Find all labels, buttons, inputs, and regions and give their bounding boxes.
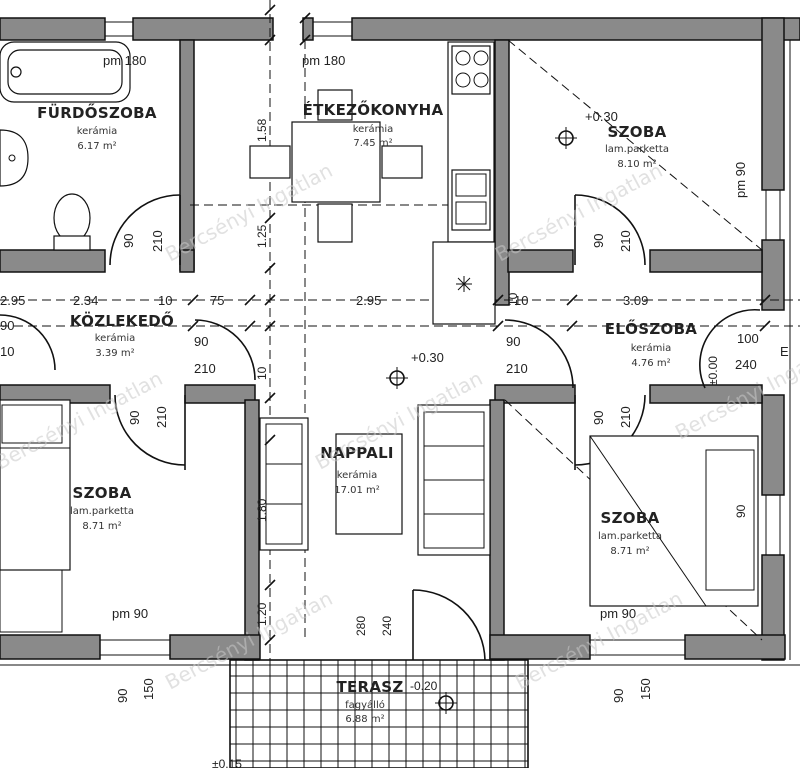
dim-100: 100 <box>737 331 759 346</box>
dim-234: 2.34 <box>73 293 98 308</box>
dim-309: 3.09 <box>623 293 648 308</box>
room-material-kozlekedo: kerámia <box>95 332 135 344</box>
room-name-furdoszoba: FÜRDŐSZOBA <box>37 102 157 122</box>
room-name-eloszoba: ELŐSZOBA <box>605 318 698 338</box>
level-texts: +0.30 +0.30 -0.20 <box>410 109 618 693</box>
room-area-szoba-left: 8.71 m² <box>82 521 121 532</box>
dim-295-left: 2.95 <box>0 293 25 308</box>
room-material-szoba-top-right: lam.parketta <box>605 144 669 155</box>
vent-symbol <box>456 276 472 292</box>
dim-210-hall-right: 210 <box>506 361 528 376</box>
terrace-tiles <box>229 659 529 768</box>
dim-240-vertical: 240 <box>380 616 394 636</box>
doors <box>0 194 761 661</box>
dim-90-terasz-left: 90 <box>115 689 130 703</box>
dim-150-terasz-right: 150 <box>638 678 653 700</box>
room-name-kozlekedo: KÖZLEKEDŐ <box>70 310 174 330</box>
room-labels: FÜRDŐSZOBA kerámia 6.17 m² ÉTKEZŐKONYHA … <box>37 99 697 725</box>
dim-edge-e: E <box>780 344 789 359</box>
room-material-szoba-right: lam.parketta <box>598 531 662 542</box>
dim-75: 75 <box>210 293 224 308</box>
dim-90-hall-right: 90 <box>506 334 520 349</box>
dim-level-eloszoba: ±0.00 <box>706 356 720 386</box>
room-area-eloszoba: 4.76 m² <box>631 358 670 369</box>
dim-158: 1.58 <box>255 118 269 142</box>
dim-90-terasz-right: 90 <box>611 689 626 703</box>
dim-125: 1.25 <box>255 224 269 248</box>
dim-10-vertical: 10 <box>255 366 269 380</box>
level-markers <box>386 127 577 714</box>
level-text-nappali: +0.30 <box>411 350 444 365</box>
dim-90-szoba-right: 90 <box>591 411 606 425</box>
dim-120: 1.20 <box>255 602 269 626</box>
dim-210-szoba-right: 210 <box>618 406 633 428</box>
dim-90-szoba-right-window: 90 <box>734 504 748 518</box>
dim-bottom-frag: ±0.15 <box>212 757 242 768</box>
dim-295-mid: 2.95 <box>356 293 381 308</box>
room-name-etkezokonyha: ÉTKEZŐKONYHA <box>303 99 444 119</box>
room-material-furdoszoba: kerámia <box>77 125 117 137</box>
dim-150-terasz-left: 150 <box>141 678 156 700</box>
furniture <box>0 41 759 633</box>
dim-pm90-room-tr: pm 90 <box>733 162 748 198</box>
dim-pm90-room-right: pm 90 <box>600 606 636 621</box>
room-name-szoba-right: SZOBA <box>601 509 660 527</box>
walls <box>0 17 800 661</box>
dim-90-left-edge: 90 <box>0 318 14 333</box>
dim-210-room-door: 210 <box>618 230 633 252</box>
room-area-etkezokonyha: 7.45 m² <box>353 138 392 149</box>
room-name-szoba-top-right: SZOBA <box>608 123 667 141</box>
dim-210-hall-left: 210 <box>194 361 216 376</box>
dim-180: 1.80 <box>255 498 269 522</box>
room-area-kozlekedo: 3.39 m² <box>95 348 134 359</box>
room-material-terasz: fagyálló <box>345 699 385 711</box>
level-text-terasz: -0.20 <box>410 679 438 693</box>
dim-90-bath-door: 90 <box>121 234 136 248</box>
dim-10-a: 10 <box>158 293 172 308</box>
dim-pm90-room-left: pm 90 <box>112 606 148 621</box>
room-material-etkezokonyha: kerámia <box>353 123 393 135</box>
room-name-terasz: TERASZ <box>336 678 403 696</box>
room-material-nappali: kerámia <box>337 469 377 481</box>
room-name-nappali: NAPPALI <box>320 444 394 462</box>
dim-90-hall-left: 90 <box>194 334 208 349</box>
dim-210-szoba-left: 210 <box>154 406 169 428</box>
level-marker-terasz <box>435 692 457 714</box>
room-material-eloszoba: kerámia <box>631 342 671 354</box>
watermark-2: Bercsényi Ingatlan <box>491 158 666 266</box>
room-area-szoba-top-right: 8.10 m² <box>617 159 656 170</box>
level-marker-nappali <box>386 367 408 389</box>
dim-10-kitchen: 10 <box>506 292 520 306</box>
room-area-terasz: 6.88 m² <box>345 714 384 725</box>
dim-pm180-kitchen: pm 180 <box>302 53 345 68</box>
dim-10-b: 10 <box>514 293 528 308</box>
room-name-szoba-left: SZOBA <box>73 484 132 502</box>
dim-280: 280 <box>354 616 368 636</box>
dim-pm180-bath: pm 180 <box>103 53 146 68</box>
room-area-nappali: 17.01 m² <box>334 485 380 496</box>
dim-10-left-edge: 10 <box>0 344 14 359</box>
dimension-texts: pm 180 pm 180 pm 90 pm 90 2.95 2.34 10 7… <box>0 53 789 768</box>
level-marker-szoba <box>555 127 577 149</box>
dim-210-bath-door: 210 <box>150 230 165 252</box>
dim-90-room-door: 90 <box>591 234 606 248</box>
dimension-ticks <box>187 4 771 646</box>
room-material-szoba-left: lam.parketta <box>70 506 134 517</box>
window-lines <box>0 21 800 666</box>
room-area-furdoszoba: 6.17 m² <box>77 141 116 152</box>
level-text-szoba: +0.30 <box>585 109 618 124</box>
dim-240: 240 <box>735 357 757 372</box>
room-area-szoba-right: 8.71 m² <box>610 546 649 557</box>
dim-90-szoba-left: 90 <box>127 411 142 425</box>
